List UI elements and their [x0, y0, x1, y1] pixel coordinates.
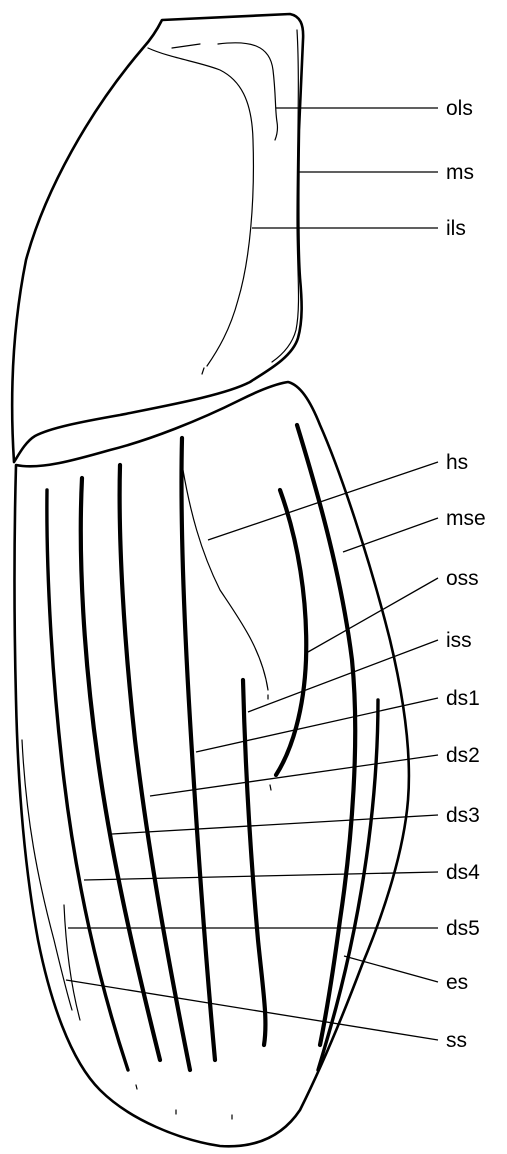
ols-tick	[172, 44, 200, 48]
oss-stria	[276, 490, 306, 775]
ss-stria	[64, 905, 80, 1020]
oss-tick	[270, 785, 271, 790]
label-ds5: ds5	[446, 917, 480, 940]
basal-plate-outline	[12, 14, 303, 462]
apex-tick-3	[136, 1085, 137, 1089]
ils-curve	[148, 48, 253, 366]
label-ols: ols	[446, 97, 473, 120]
mse-stria	[297, 425, 355, 1045]
oss-leader	[308, 578, 438, 652]
ds4-leader	[84, 872, 438, 880]
elytron-body	[15, 382, 409, 1146]
label-ds4: ds4	[446, 861, 480, 884]
hs-line	[183, 470, 268, 690]
iss-leader	[248, 640, 438, 712]
iss-stria	[243, 680, 265, 1045]
basal-plate	[12, 14, 303, 462]
label-es: es	[446, 971, 468, 994]
ss-leader	[66, 980, 438, 1040]
label-hs: hs	[446, 451, 468, 474]
label-ds1: ds1	[446, 687, 480, 710]
label-ms: ms	[446, 161, 474, 184]
label-ds2: ds2	[446, 744, 480, 767]
ms-inner-line	[272, 30, 299, 362]
labels: ols ms ils hs mse oss iss ds1 ds2 ds3 ds…	[446, 97, 486, 1052]
ds2-stria	[120, 465, 190, 1070]
ds1-leader	[196, 698, 438, 752]
ds3-leader	[112, 815, 438, 834]
label-ss: ss	[446, 1029, 467, 1052]
label-oss: oss	[446, 567, 479, 590]
label-mse: mse	[446, 507, 486, 530]
hs-leader	[208, 462, 438, 540]
label-ds3: ds3	[446, 804, 480, 827]
plate-tick	[202, 368, 204, 374]
label-iss: iss	[446, 629, 472, 652]
label-ils: ils	[446, 217, 466, 240]
ols-curve	[218, 43, 277, 140]
